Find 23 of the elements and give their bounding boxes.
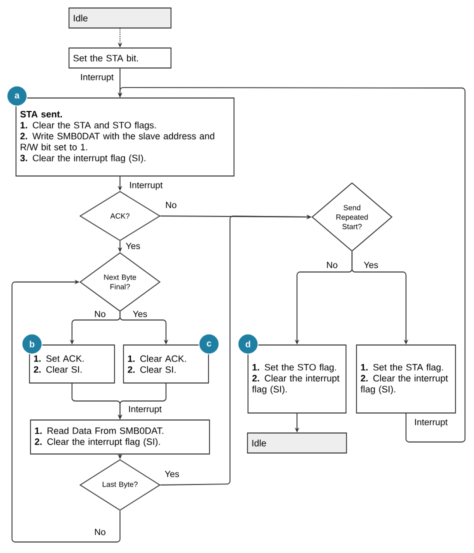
process-box: Idle — [68, 8, 172, 28]
process-box: 1. Set the STA flag. 2. Clear the interrupt flag (SI). — [356, 344, 456, 414]
edge-label: No — [166, 202, 176, 208]
edge-label: Yes — [126, 242, 140, 250]
edge-label: No — [95, 528, 106, 536]
process-box: STA sent. 1. Clear the STA and STO flags. 2. Write SMB0DAT with the slave address and R/W bit set to 1. 3. Clear the interrupt flag (SI). — [16, 98, 234, 176]
edge-label: Yes — [364, 262, 378, 268]
edge-label: Yes — [132, 310, 147, 318]
step-badge: b — [22, 334, 42, 354]
edge-label: Interrupt — [415, 418, 448, 428]
edge-label: Interrupt — [129, 406, 162, 414]
process-box: 1. Read Data From SMB0DAT. 2. Clear the interrupt flag (SI). — [30, 420, 210, 454]
edge-label: No — [95, 310, 106, 318]
edge-label: No — [327, 262, 338, 268]
process-box: Idle — [247, 432, 347, 454]
edge-label: Yes — [164, 470, 179, 478]
edge-label: Interrupt — [81, 74, 114, 82]
step-badge: a — [6, 86, 28, 106]
process-box: Set the STA bit. — [68, 48, 172, 68]
step-badge: d — [238, 334, 258, 354]
step-badge: c — [198, 334, 220, 354]
edge-label: Interrupt — [130, 182, 163, 190]
arrow — [12, 280, 120, 542]
